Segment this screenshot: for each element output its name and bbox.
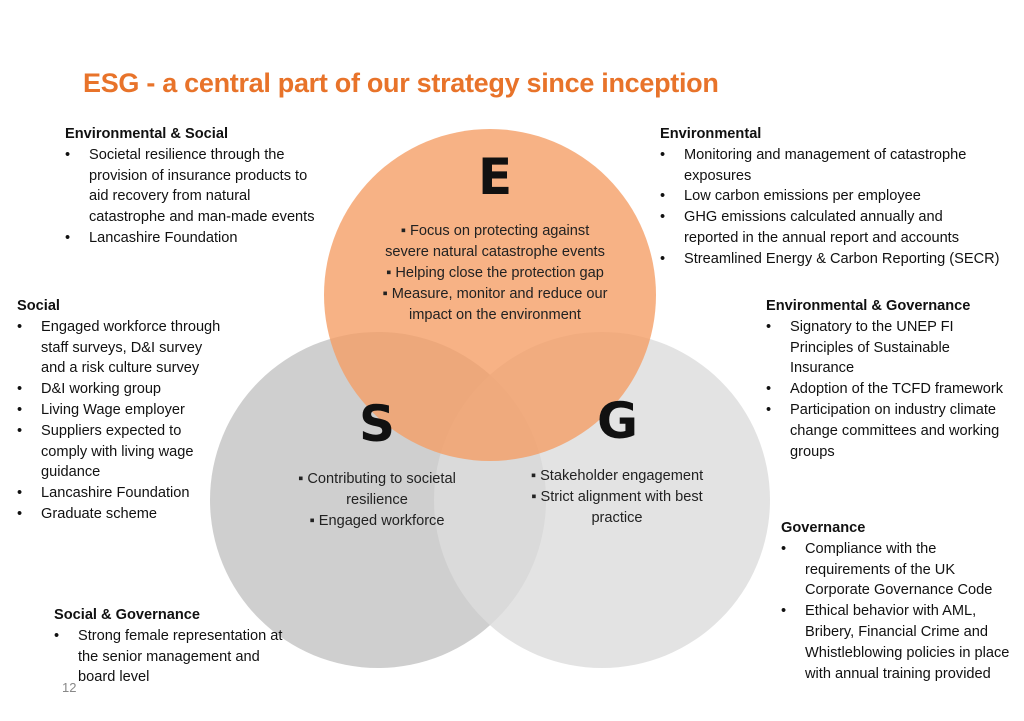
list-item: Compliance with the requirements of the … [781, 539, 1016, 601]
circle-e-line: ▪ Helping close the protection gap [386, 265, 604, 281]
circle-e-line: ▪ Focus on protecting against [400, 223, 590, 239]
list-item: Living Wage employer [17, 400, 227, 421]
list-item: Streamlined Energy & Carbon Reporting (S… [660, 249, 1000, 270]
governance-block: Governance Compliance with the requireme… [781, 518, 1016, 684]
list-item: Participation on industry climate change… [766, 400, 1016, 462]
list-item: Lancashire Foundation [65, 228, 320, 249]
list-item: Low carbon emissions per employee [660, 186, 1000, 207]
list-item: Graduate scheme [17, 504, 227, 525]
list-item: Monitoring and management of catastrophe… [660, 145, 1000, 187]
circle-s-letter: S [359, 395, 396, 453]
env-gov-heading: Environmental & Governance [766, 298, 971, 314]
circle-g-line: ▪ Strict alignment with best [531, 489, 703, 505]
circle-e-letter: E [478, 148, 513, 206]
env-social-heading: Environmental & Social [65, 126, 229, 142]
page-title: ESG - a central part of our strategy sin… [83, 68, 719, 98]
circle-g-letter: G [597, 392, 639, 450]
circle-e-text: ▪ Focus on protecting against severe nat… [360, 221, 630, 326]
circle-e-line: ▪ Measure, monitor and reduce our [382, 286, 608, 302]
circle-g-line: ▪ Stakeholder engagement [530, 468, 704, 484]
list-item: D&I working group [17, 379, 227, 400]
circle-g-line: practice [591, 510, 643, 526]
circle-g-text: ▪ Stakeholder engagement ▪ Strict alignm… [522, 466, 712, 529]
circle-e-line: impact on the environment [409, 307, 581, 323]
environmental-block: Environmental Monitoring and management … [660, 124, 1000, 270]
environmental-heading: Environmental [660, 126, 762, 142]
governance-heading: Governance [781, 520, 866, 536]
list-item: Signatory to the UNEP FI Principles of S… [766, 317, 1016, 379]
page-number: 12 [62, 680, 77, 695]
social-heading: Social [17, 298, 60, 314]
list-item: Engaged workforce through staff surveys,… [17, 317, 227, 379]
list-item: Ethical behavior with AML, Bribery, Fina… [781, 601, 1016, 684]
circle-s-text: ▪ Contributing to societal resilience ▪ … [287, 469, 467, 532]
circle-e-line: severe natural catastrophe events [385, 244, 605, 260]
social-block: Social Engaged workforce through staff s… [17, 296, 227, 525]
circle-s-line: ▪ Engaged workforce [309, 513, 445, 529]
list-item: Suppliers expected to comply with living… [17, 421, 227, 483]
list-item: Societal resilience through the provisio… [65, 145, 320, 228]
circle-e [324, 129, 656, 461]
list-item: GHG emissions calculated annually and re… [660, 207, 1000, 249]
env-gov-block: Environmental & Governance Signatory to … [766, 296, 1016, 462]
social-gov-heading: Social & Governance [54, 607, 200, 623]
env-social-block: Environmental & Social Societal resilien… [65, 124, 320, 249]
list-item: Adoption of the TCFD framework [766, 379, 1016, 400]
circle-s-line: resilience [346, 492, 408, 508]
circle-s-line: ▪ Contributing to societal [298, 471, 456, 487]
list-item: Lancashire Foundation [17, 483, 227, 504]
list-item: Strong female representation at the seni… [54, 626, 294, 688]
social-gov-block: Social & Governance Strong female repres… [54, 605, 294, 688]
